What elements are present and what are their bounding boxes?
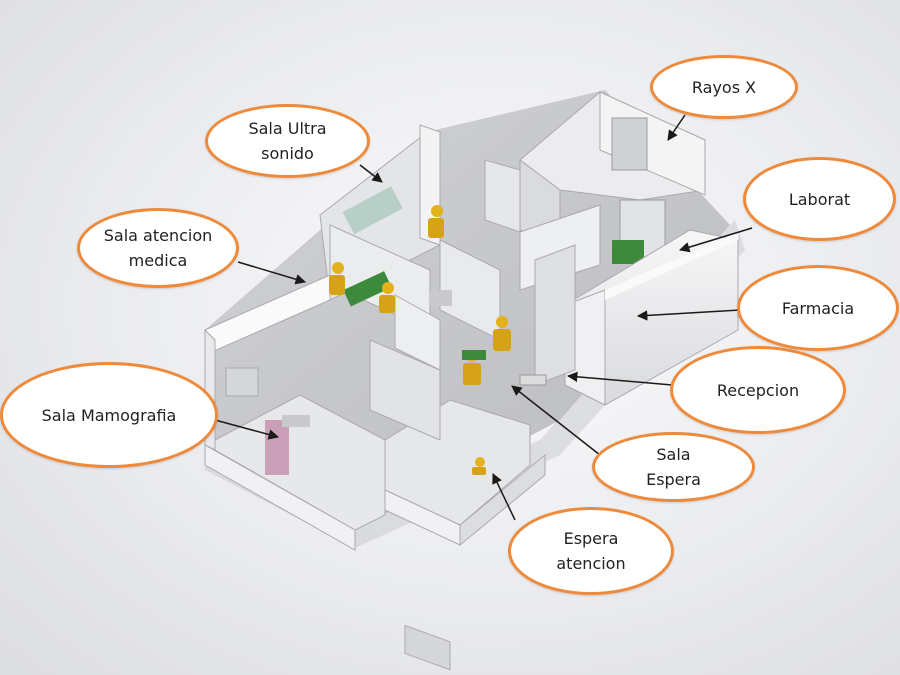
person-atencion-1 bbox=[329, 262, 345, 295]
corridor-walls bbox=[439, 159, 601, 386]
callout-sala-atencion-line1: Sala atencion bbox=[103, 226, 213, 245]
person-ultrasound bbox=[428, 205, 444, 238]
callout-sala-espera: Sala Espera bbox=[592, 432, 755, 502]
callout-recepcion-text: Recepcion bbox=[716, 380, 800, 400]
mammography-arm bbox=[282, 415, 310, 427]
callout-sala-atencion-medica: Sala atencion medica bbox=[77, 208, 239, 288]
callout-farmacia: Farmacia bbox=[737, 265, 899, 351]
callout-espera-atencion-line2: atencion bbox=[556, 554, 626, 573]
arrow-sala-espera bbox=[511, 385, 601, 456]
callout-rayos-x-text: Rayos X bbox=[691, 77, 757, 97]
block-mamografia bbox=[204, 274, 386, 551]
callout-sala-espera-line2: Espera bbox=[646, 470, 701, 489]
people bbox=[329, 205, 547, 475]
xray-machine bbox=[611, 117, 648, 171]
arrow-laborat bbox=[678, 227, 753, 253]
callout-laborat: Laborat bbox=[743, 157, 896, 241]
arrow-recepcion bbox=[566, 371, 673, 386]
wall-vent-left bbox=[225, 367, 259, 397]
callout-rayos-x: Rayos X bbox=[650, 55, 798, 119]
arrow-espera-atencion bbox=[492, 473, 516, 521]
waiting-bench bbox=[462, 350, 486, 360]
arrow-sala-atencion bbox=[237, 261, 307, 285]
person-espera-1 bbox=[493, 316, 511, 351]
callout-sala-ultra-line1: Sala Ultra bbox=[248, 119, 327, 138]
person-atencion-2 bbox=[379, 282, 395, 313]
callout-sala-atencion-line2: medica bbox=[128, 251, 188, 270]
arrow-farmacia bbox=[636, 309, 741, 321]
callout-laborat-text: Laborat bbox=[788, 189, 851, 209]
callout-farmacia-text: Farmacia bbox=[781, 298, 855, 318]
callout-recepcion: Recepcion bbox=[670, 346, 846, 434]
block-center-rooms bbox=[369, 290, 452, 441]
block-left-wing bbox=[319, 124, 441, 331]
desk bbox=[430, 290, 452, 306]
lab-bench bbox=[612, 240, 644, 264]
arrow-sala-mamografia bbox=[214, 419, 280, 440]
callout-sala-ultra-line2: sonido bbox=[261, 144, 314, 163]
person-espera-atencion bbox=[472, 457, 486, 475]
callout-sala-ultra-sonido: Sala Ultra sonido bbox=[205, 104, 370, 178]
callout-sala-mamografia: Sala Mamografia bbox=[0, 362, 218, 468]
leader-arrows bbox=[214, 114, 753, 521]
arrow-rayos-x bbox=[667, 114, 686, 141]
ultrasound-bed bbox=[342, 186, 403, 235]
callout-espera-atencion: Espera atencion bbox=[508, 507, 674, 595]
callout-sala-espera-line1: Sala bbox=[656, 445, 691, 464]
arrow-sala-ultra bbox=[359, 164, 383, 183]
block-rayos-laboratorio bbox=[519, 91, 706, 264]
callout-sala-mamografia-text: Sala Mamografia bbox=[41, 405, 177, 425]
exam-table bbox=[343, 271, 392, 307]
wall-vent-right bbox=[404, 624, 451, 671]
mammography-machine bbox=[265, 420, 289, 475]
reception-desk bbox=[519, 374, 547, 386]
callout-espera-atencion-line1: Espera bbox=[563, 529, 619, 548]
